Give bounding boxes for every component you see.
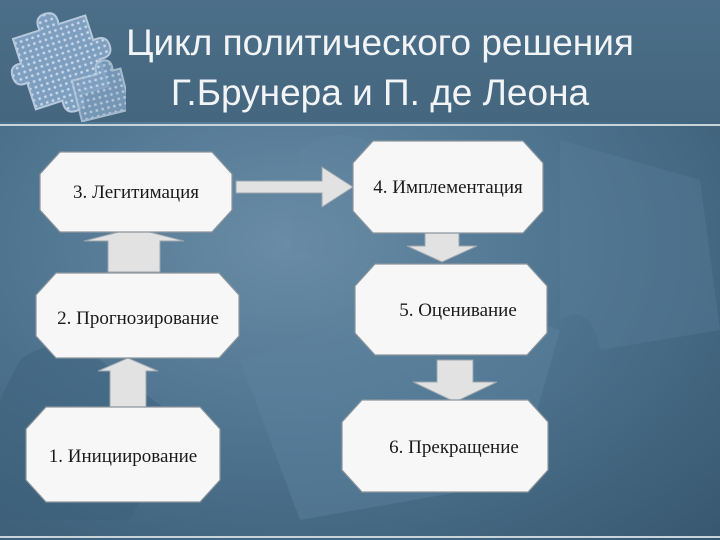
stage-label-1: 1. Инициирование bbox=[49, 446, 197, 467]
stage-label-2: 2. Прогнозирование bbox=[57, 308, 219, 329]
page-title-line-1: Цикл политического решения bbox=[126, 22, 634, 63]
stage-box-6 bbox=[341, 399, 549, 493]
puzzle-icon bbox=[10, 12, 126, 122]
stage-box-2 bbox=[35, 272, 240, 359]
arrow-s2-to-s3 bbox=[83, 227, 185, 273]
stage-box-1 bbox=[25, 406, 221, 503]
arrow-s3-to-s4 bbox=[235, 166, 354, 208]
page-title-line-2: Г.Брунера и П. де Леона bbox=[170, 72, 590, 113]
stage-label-4: 4. Имплементация bbox=[373, 177, 523, 198]
bottom-divider bbox=[0, 536, 720, 538]
stage-label-5: 5. Оценивание bbox=[399, 300, 517, 321]
stage-box-4 bbox=[352, 140, 544, 234]
arrow-s4-to-s5 bbox=[406, 231, 478, 263]
arrow-s1-to-s2 bbox=[97, 357, 159, 409]
stage-label-3: 3. Легитимация bbox=[73, 182, 199, 203]
stage-box-5 bbox=[354, 263, 548, 356]
arrow-s5-to-s6 bbox=[412, 359, 498, 403]
title-divider bbox=[0, 124, 720, 126]
stage-box-3 bbox=[39, 151, 233, 233]
stage-label-6: 6. Прекращение bbox=[389, 437, 519, 458]
